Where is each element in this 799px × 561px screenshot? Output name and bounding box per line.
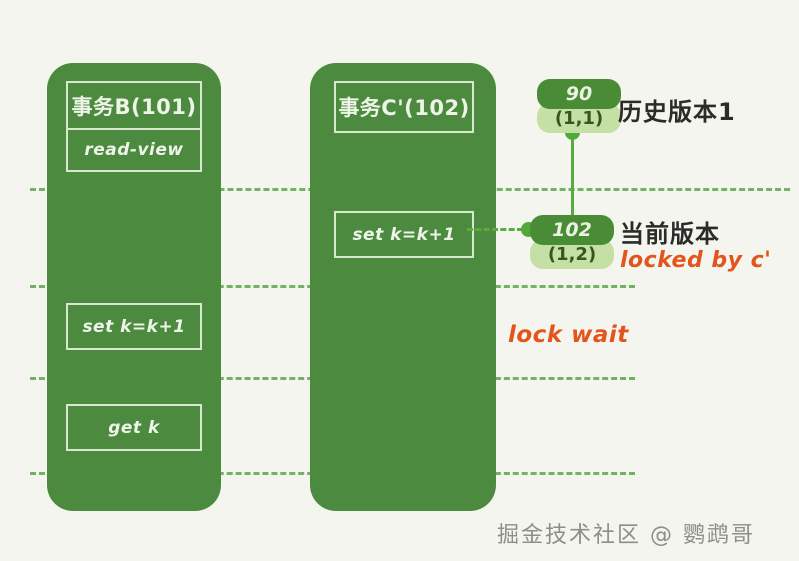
current-version-trxid: 102 [530, 215, 614, 245]
locked-by-label: locked by c' [620, 248, 772, 273]
history-version-label: 历史版本1 [618, 98, 736, 126]
transaction-b-set-operation: set k=k+1 [66, 303, 202, 350]
transaction-c-title: 事务C'(102) [334, 81, 474, 133]
transaction-b-title: 事务B(101) [66, 81, 202, 129]
history-version-record: 90 (1,1) [537, 79, 621, 133]
transaction-b-get-operation: get k [66, 404, 202, 451]
transaction-b-read-view: read-view [66, 129, 202, 172]
transaction-b-column: 事务B(101) read-view set k=k+1 get k [47, 63, 221, 511]
version-chain-line [571, 132, 574, 230]
transaction-c-set-operation: set k=k+1 [334, 211, 474, 258]
update-pointer-dash [467, 228, 523, 231]
lock-wait-label: lock wait [508, 322, 629, 348]
watermark: 掘金技术社区 @ 鹦鹉哥 [497, 523, 755, 548]
history-version-trxid: 90 [537, 79, 621, 109]
transaction-c-column: 事务C'(102) set k=k+1 [310, 63, 496, 511]
current-version-label: 当前版本 [620, 220, 720, 248]
current-version-record: 102 (1,2) [530, 215, 614, 269]
